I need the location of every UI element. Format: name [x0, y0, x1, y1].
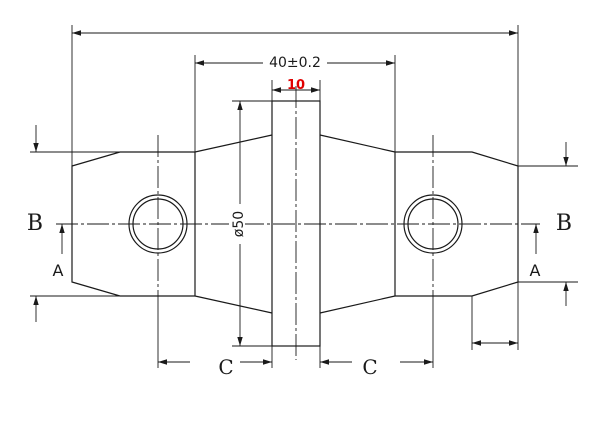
- part-outline: [71, 100, 519, 347]
- flange-thickness-label: 10: [287, 78, 305, 93]
- right-taper-top: [319, 134, 396, 153]
- labels: 40±0.2 10 ø50 C C B B A A: [27, 54, 572, 379]
- right-taper-bottom: [319, 295, 396, 314]
- flange-diameter-label: ø50: [231, 211, 247, 237]
- section-b-left-label: B: [27, 211, 43, 236]
- left-taper-top: [194, 134, 273, 153]
- offset-right-label: C: [362, 355, 377, 379]
- extension-lines: [30, 25, 578, 368]
- section-a-left-label: A: [53, 261, 64, 280]
- offset-left-label: C: [218, 355, 233, 379]
- left-taper-bottom: [194, 295, 273, 314]
- section-b-right-label: B: [556, 211, 572, 236]
- center-lines: [56, 86, 540, 360]
- center-span-label: 40±0.2: [269, 55, 321, 71]
- section-a-right-label: A: [530, 261, 541, 280]
